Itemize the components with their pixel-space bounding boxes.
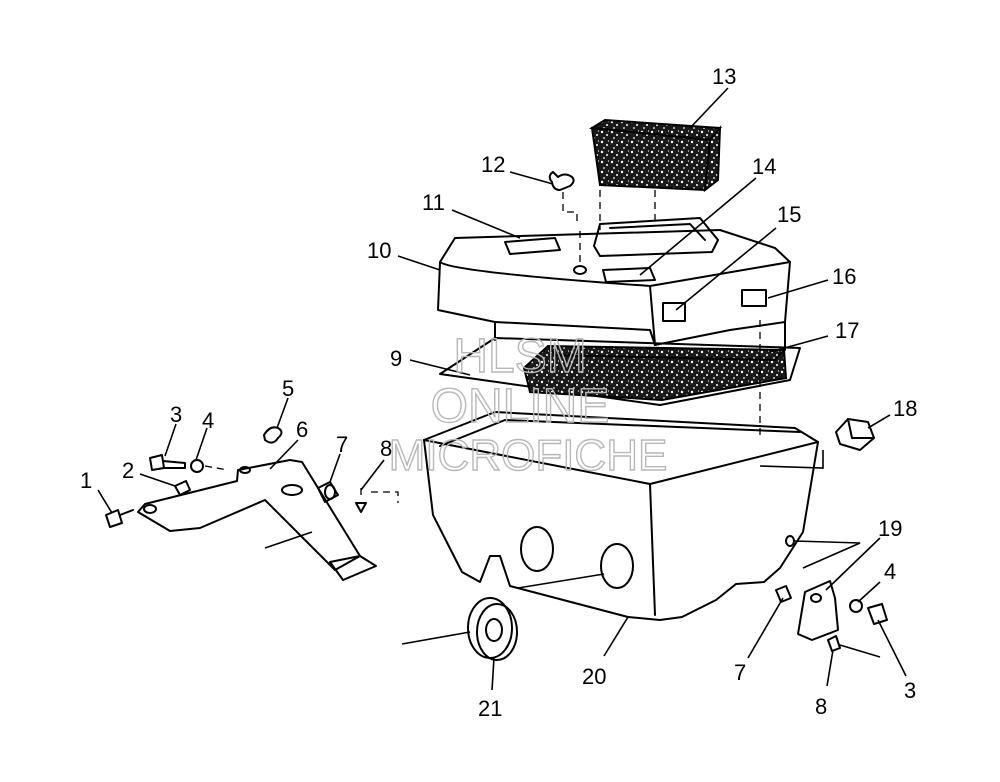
callout-11: 11 xyxy=(422,190,445,215)
watermark: HLSM ONLINE MICROFICHE xyxy=(388,329,668,480)
watermark-line2: ONLINE xyxy=(431,380,610,433)
callout-10: 10 xyxy=(367,238,391,263)
assembly-guides xyxy=(579,190,761,440)
clamp xyxy=(759,418,875,469)
callout-16: 16 xyxy=(832,264,856,289)
foam-filter-element xyxy=(588,118,723,193)
callout-1: 1 xyxy=(80,468,92,493)
foam-pre-filter xyxy=(522,344,788,402)
callout-7: 7 xyxy=(336,432,348,457)
callout-19: 19 xyxy=(878,516,902,541)
washer-4 xyxy=(190,459,229,473)
callout-numbers: 1 2 3 4 5 6 7 8 9 10 11 12 13 14 15 16 1… xyxy=(80,64,917,721)
mounting-bracket xyxy=(137,459,377,581)
bolt-1 xyxy=(105,509,134,528)
spacer-7 xyxy=(317,481,339,503)
rubber-grommet xyxy=(401,597,518,661)
gasket-plate xyxy=(439,321,801,406)
leader-lines xyxy=(97,87,907,691)
callout-5: 5 xyxy=(282,376,294,401)
callout-12: 12 xyxy=(481,152,505,177)
callout-20: 20 xyxy=(582,664,606,689)
callout-13: 13 xyxy=(712,64,736,89)
callout-3: 3 xyxy=(170,402,182,427)
callout-18: 18 xyxy=(893,396,917,421)
callout-21: 21 xyxy=(478,696,502,721)
callout-14: 14 xyxy=(752,154,776,179)
callout-15: 15 xyxy=(777,202,801,227)
callout-9: 9 xyxy=(390,346,402,371)
callout-6: 6 xyxy=(296,417,308,442)
callout-2: 2 xyxy=(122,458,134,483)
wing-nut xyxy=(548,171,578,225)
mounting-plate xyxy=(797,580,839,641)
callout-8: 8 xyxy=(380,436,392,461)
callout-8-right: 8 xyxy=(815,694,827,719)
callout-17: 17 xyxy=(835,318,859,343)
watermark-line3: MICROFICHE xyxy=(389,431,668,480)
bolt-3 xyxy=(149,454,186,471)
screw-8 xyxy=(355,488,399,513)
callout-4: 4 xyxy=(202,408,214,433)
air-box-cover xyxy=(437,217,791,346)
clip-5 xyxy=(263,426,283,444)
air-box-body xyxy=(423,411,861,621)
callout-3-right: 3 xyxy=(904,678,916,703)
watermark-line1: HLSM xyxy=(453,330,586,383)
screw-8-right xyxy=(827,635,881,658)
spacer-7-right xyxy=(775,585,792,603)
nut-2 xyxy=(174,480,191,496)
callout-7-right: 7 xyxy=(734,660,746,685)
callout-4-right: 4 xyxy=(884,559,896,584)
bolt-3-right xyxy=(867,603,888,625)
washer-4-right xyxy=(849,599,863,613)
